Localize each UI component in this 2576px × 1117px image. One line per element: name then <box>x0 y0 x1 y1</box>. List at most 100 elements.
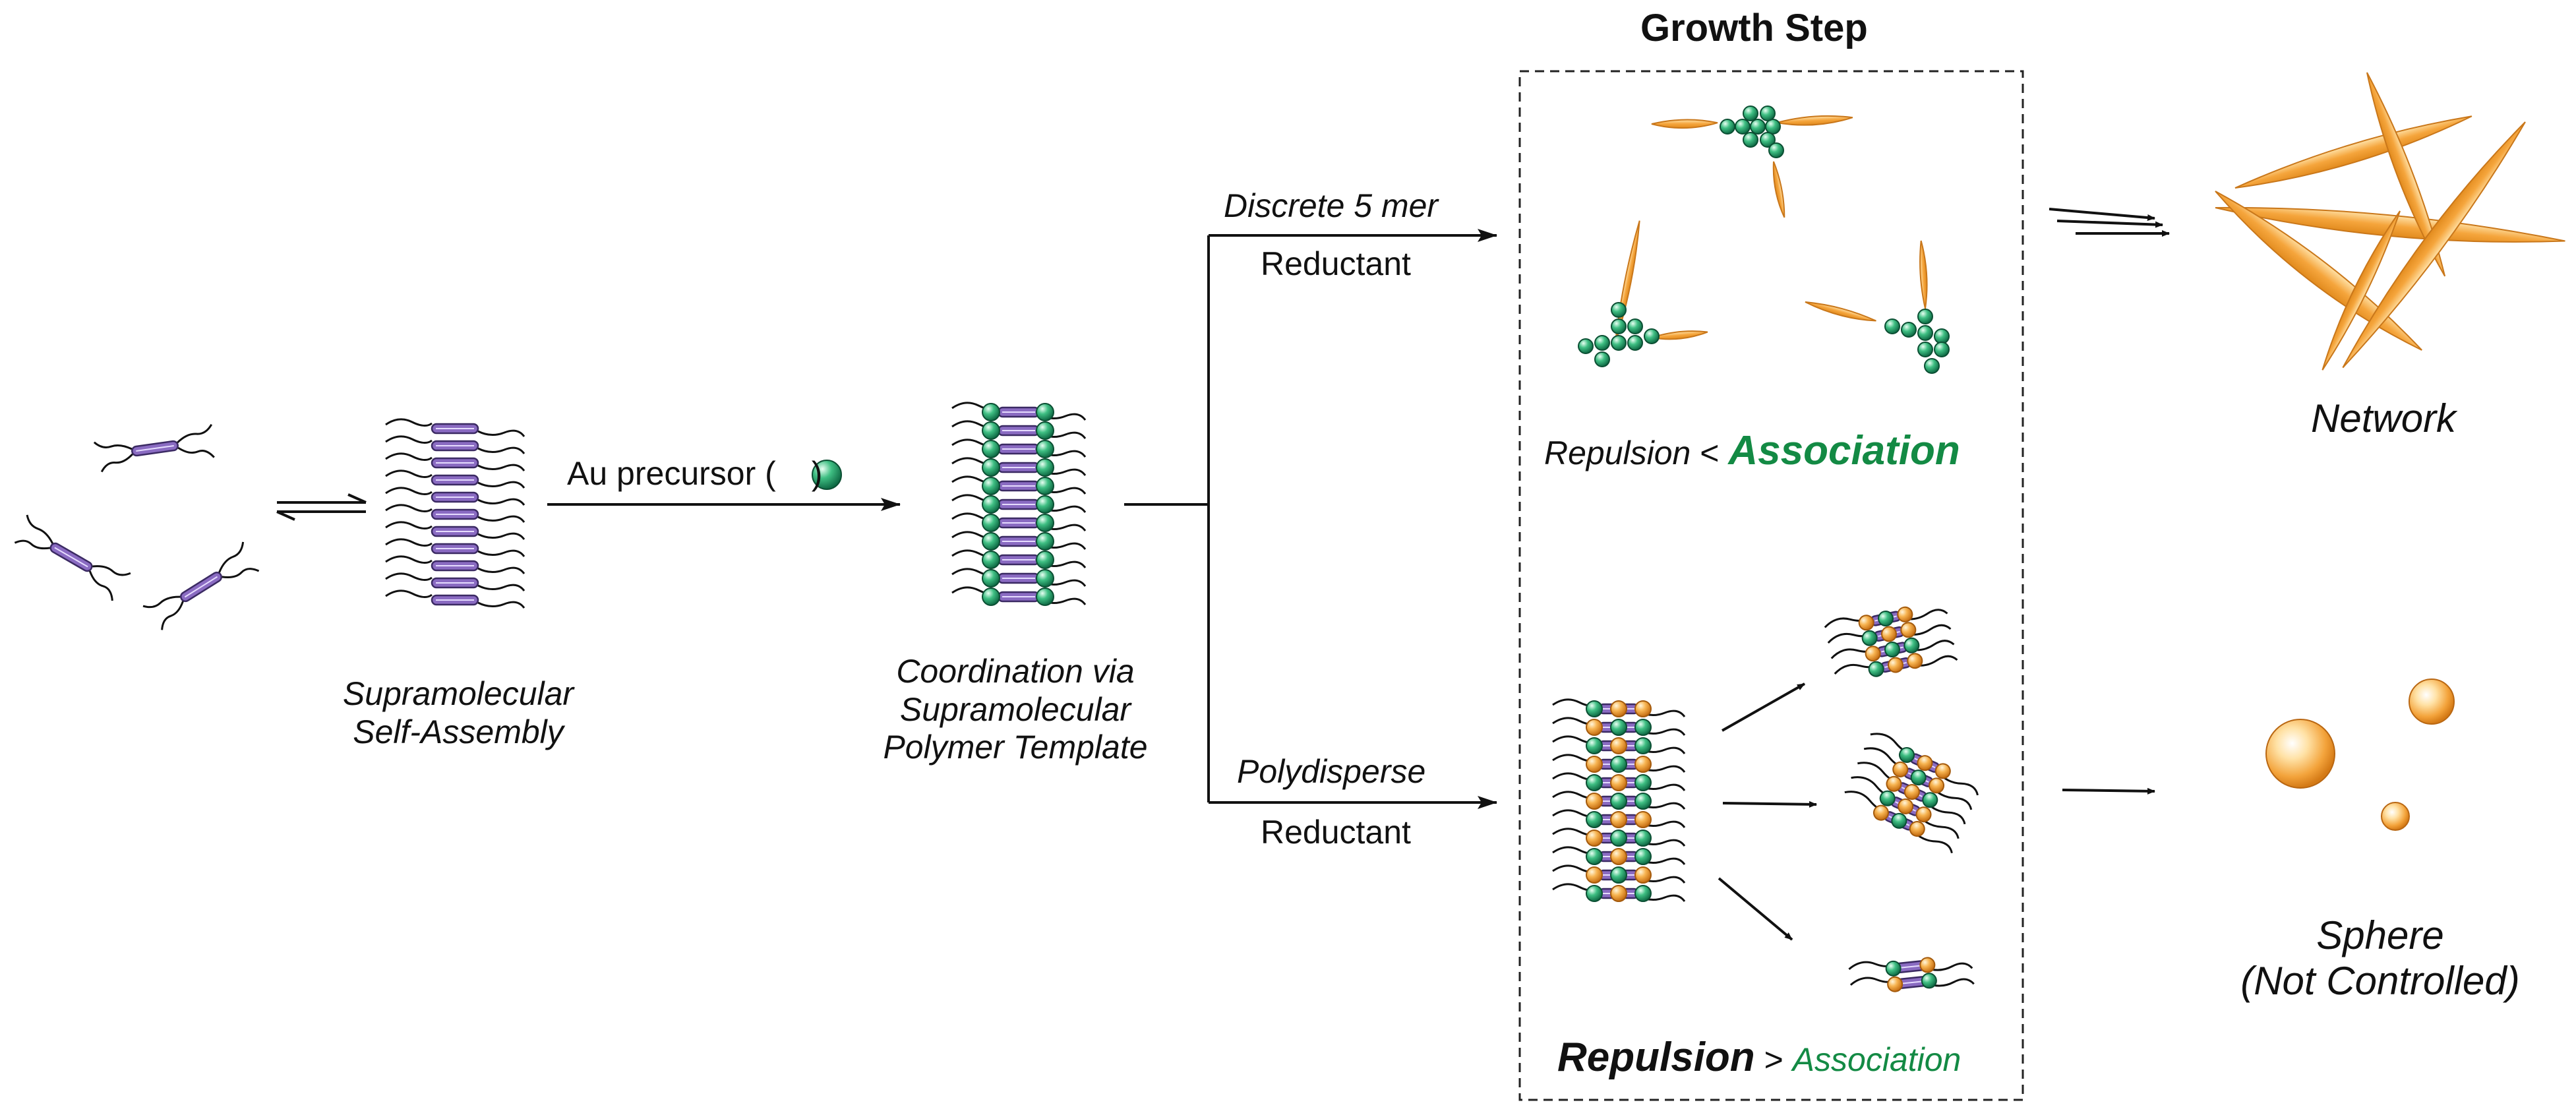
stack-row <box>1552 754 1686 773</box>
stack-row <box>1552 883 1686 902</box>
stack-row <box>951 457 1087 477</box>
gold-ball <box>1887 976 1903 992</box>
gold-ball <box>1586 866 1603 884</box>
gold-ball <box>1586 793 1603 810</box>
stack-row <box>1552 791 1686 810</box>
green-ball <box>982 403 1000 421</box>
green-ball <box>982 421 1000 440</box>
gold-ball <box>1917 755 1933 771</box>
stack-row <box>385 555 525 574</box>
sphere-medium <box>2409 679 2455 725</box>
branch-lines <box>1124 229 1497 809</box>
lower-condition-right: Association <box>1792 1041 1962 1078</box>
precursor-label-end: ) <box>811 455 823 492</box>
sphere-label-line-1: Sphere <box>2316 913 2444 957</box>
green-ball <box>1627 318 1643 334</box>
sphere-large <box>2265 719 2335 789</box>
gold-ball <box>1886 775 1902 792</box>
green-ball <box>1910 770 1927 786</box>
gold-ball <box>1934 763 1951 779</box>
green-ball <box>1743 106 1758 121</box>
gold-rod <box>1651 330 1708 340</box>
gold-rod <box>2366 72 2446 277</box>
green-ball <box>1868 661 1884 677</box>
green-ball <box>1594 335 1610 351</box>
growth-step-panel <box>1518 70 2024 1101</box>
green-ball <box>1627 335 1643 351</box>
stack-row <box>1863 747 1973 810</box>
green-ball <box>982 532 1000 551</box>
stack-row <box>385 452 525 471</box>
gold-ball <box>1865 646 1881 662</box>
green-ball <box>1917 342 1933 357</box>
stack-row <box>951 586 1087 606</box>
stack-row <box>1552 717 1686 736</box>
green-ball <box>982 551 1000 569</box>
green-ball <box>1611 318 1627 334</box>
green-ball <box>1934 328 1950 344</box>
fragment <box>1844 733 1979 854</box>
green-ball <box>1610 756 1627 773</box>
lower-condition-left: Repulsion <box>1557 1035 1755 1080</box>
au-precursor-ball <box>812 460 842 490</box>
gold-ball <box>1610 848 1627 865</box>
stack-row <box>385 504 525 523</box>
green-ball <box>1036 403 1054 421</box>
stack-row <box>385 435 525 454</box>
green-ball <box>1036 551 1054 569</box>
upper-condition-right: Association <box>1728 428 1960 473</box>
gold-ball <box>1610 811 1627 828</box>
gold-ball <box>1610 885 1627 902</box>
stack-row <box>1552 735 1686 754</box>
stack-row <box>385 589 525 609</box>
gold-ball <box>1872 804 1889 821</box>
green-ball <box>1921 973 1937 989</box>
stack-row <box>951 494 1087 514</box>
green-ball <box>982 495 1000 514</box>
stack-row <box>951 512 1087 532</box>
stack-row <box>1830 637 1955 662</box>
assembly-caption: Supramolecular Self-Assembly <box>293 675 623 751</box>
gold-rod <box>2234 115 2472 189</box>
stack-row <box>1844 791 1953 854</box>
network-label: Network <box>2311 396 2457 440</box>
green-ball <box>1924 358 1940 374</box>
green-ball <box>1884 318 1900 334</box>
monomer <box>93 423 215 473</box>
gold-ball <box>1900 622 1917 638</box>
green-ball <box>1634 793 1652 810</box>
stack-row <box>951 402 1087 421</box>
green-ball <box>1634 774 1652 791</box>
green-ball <box>1735 119 1751 135</box>
green-ball <box>1917 325 1933 341</box>
gold-ball <box>1858 615 1874 631</box>
green-ball <box>1611 335 1627 351</box>
green-ball <box>1891 812 1907 829</box>
stack-row <box>385 418 525 437</box>
upper-condition-op: < <box>1691 435 1729 471</box>
gold-ball <box>1610 700 1627 717</box>
green-ball <box>1884 642 1900 657</box>
fragment-arrows <box>1718 682 1817 941</box>
gold-network <box>2215 72 2565 371</box>
gold-ball <box>1929 777 1945 794</box>
green-ball <box>1644 328 1660 344</box>
stack-row <box>1848 957 1973 977</box>
green-ball <box>1634 848 1652 865</box>
stack-row <box>1849 973 1975 992</box>
green-ball <box>1634 719 1652 736</box>
green-ball <box>1611 302 1627 318</box>
lower-branch-top-label: Polydisperse <box>1237 753 1426 790</box>
equilibrium-arrows <box>276 493 367 521</box>
green-ball <box>1586 700 1603 717</box>
sphere-label: Sphere (Not Controlled) <box>2169 913 2576 1004</box>
stack-row <box>951 568 1087 588</box>
assembly-caption-line-2: Self-Assembly <box>353 713 564 750</box>
stack-row <box>951 531 1087 551</box>
monomer <box>14 514 131 601</box>
gold-ball <box>1634 866 1652 884</box>
green-ball <box>1878 611 1894 627</box>
panel-title: Growth Step <box>1640 7 1868 49</box>
template-caption-line-2: Supramolecular <box>899 690 1131 728</box>
